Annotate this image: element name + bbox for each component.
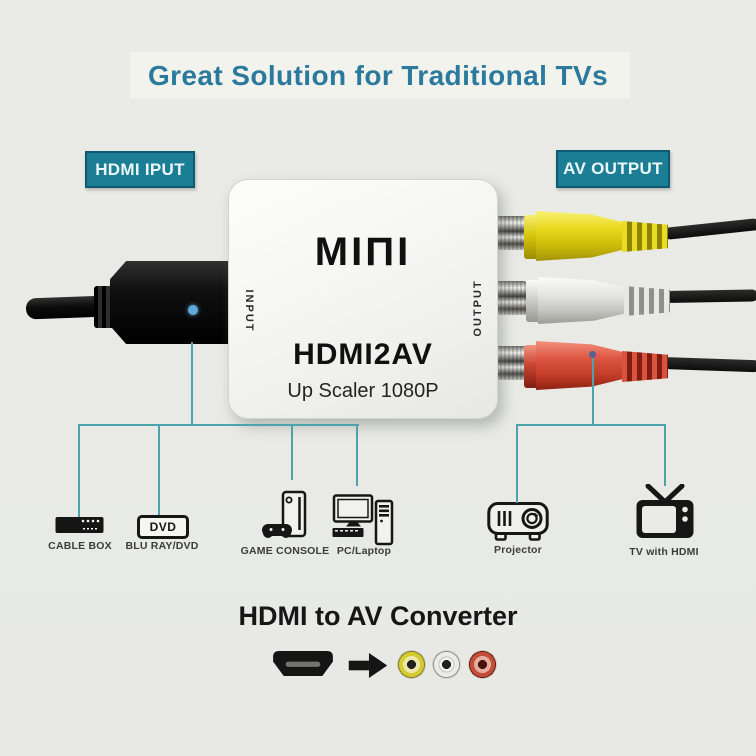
rca-yellow-icon (397, 650, 426, 679)
input-side-label: INPUT (243, 289, 255, 333)
footer-caption: HDMI to AV Converter (238, 601, 518, 631)
connector-line-tv (664, 426, 666, 486)
rca-plug-red (536, 341, 626, 390)
rca-cable-white (665, 289, 756, 303)
connector-line-left-bus (78, 424, 359, 426)
pc-laptop-label: PC/Laptop (336, 545, 392, 557)
rca-plug-red-collar (524, 345, 538, 388)
rca-cable-red (663, 357, 756, 373)
connector-line-pc (356, 426, 358, 486)
page-title: Great Solution for Traditional TVs (147, 60, 609, 91)
connector-line-cablebox (78, 426, 80, 517)
arrow-right-icon (348, 653, 388, 678)
rca-plug-white-collar (526, 280, 540, 322)
game-console-icon (262, 490, 307, 538)
av-output-badge: AV OUTPUT (556, 150, 670, 188)
rca-plug-yellow (536, 211, 626, 261)
hdmi-callout-dot (188, 305, 198, 315)
rca-plug-white (538, 277, 628, 324)
av-callout-dot (589, 351, 596, 358)
rca-plug-yellow-collar (524, 215, 538, 259)
rca-cable-yellow (663, 217, 756, 240)
connector-line-right-bus (516, 424, 666, 426)
brand-logo: MIΠI (314, 230, 412, 274)
hdmi-plug-icon (273, 650, 333, 677)
rca-red-icon (468, 650, 497, 679)
projector-icon (487, 502, 549, 541)
cable-box-label: CABLE BOX (48, 540, 112, 552)
converter-box: MIΠI INPUT OUTPUT HDMI2AV Up Scaler 1080… (228, 179, 498, 419)
rca-plug-red-ribs (622, 351, 668, 382)
rca-plug-yellow-ribs (622, 221, 668, 252)
hdmi-cable-neck (94, 286, 114, 328)
hdmi-connector (110, 261, 234, 344)
game-console-label: GAME CONSOLE (240, 545, 330, 557)
projector-label: Projector (494, 544, 542, 556)
tv-label: TV with HDMI (629, 546, 699, 558)
connector-line-console (291, 426, 293, 480)
connector-line-input-riser (191, 342, 193, 425)
title-highlight-band (130, 52, 630, 98)
output-side-label: OUTPUT (472, 279, 484, 337)
dvd-icon: DVD (137, 515, 189, 539)
rca-white-icon (432, 650, 461, 679)
connector-line-projector (516, 426, 518, 503)
pc-laptop-icon (332, 494, 394, 546)
tv-icon (636, 484, 694, 538)
rca-plug-white-ribs (624, 286, 670, 316)
dvd-icon-text: DVD (149, 520, 177, 534)
connector-line-dvd (158, 426, 160, 515)
blu-ray-label: BLU RAY/DVD (125, 540, 199, 552)
cable-box-icon (55, 517, 104, 533)
connector-line-output-riser (592, 358, 594, 426)
hdmi-input-badge: HDMI IPUT (85, 151, 195, 188)
model-name: HDMI2AV (293, 338, 433, 371)
upscaler-text: Up Scaler 1080P (287, 380, 439, 402)
